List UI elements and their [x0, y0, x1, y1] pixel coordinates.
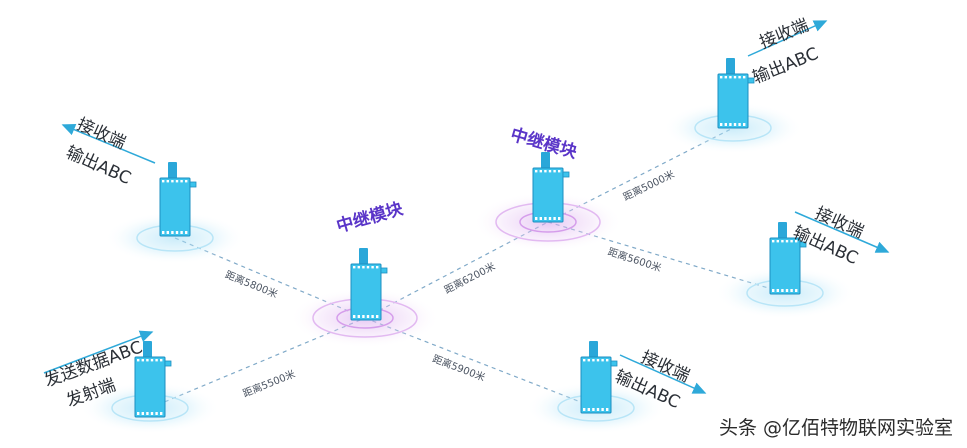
- arrow-sender: [43, 330, 154, 374]
- direction-arrows: [43, 20, 890, 394]
- modules: [134, 58, 807, 418]
- relay2-module: [532, 152, 570, 223]
- top-receiver-module: [717, 58, 755, 129]
- sender-module: [134, 341, 172, 418]
- left-receiver-module: [159, 162, 197, 237]
- arrow-top-receiver: [747, 20, 828, 57]
- arrow-left-receiver: [61, 124, 156, 164]
- right-receiver-module: [769, 222, 807, 295]
- watermark: 头条 @亿佰特物联网实验室: [718, 417, 953, 439]
- bottom-receiver-module: [580, 341, 618, 414]
- arrow-right-receiver: [794, 211, 890, 253]
- relay1-module: [350, 248, 388, 321]
- arrow-bottom-receiver: [619, 354, 707, 394]
